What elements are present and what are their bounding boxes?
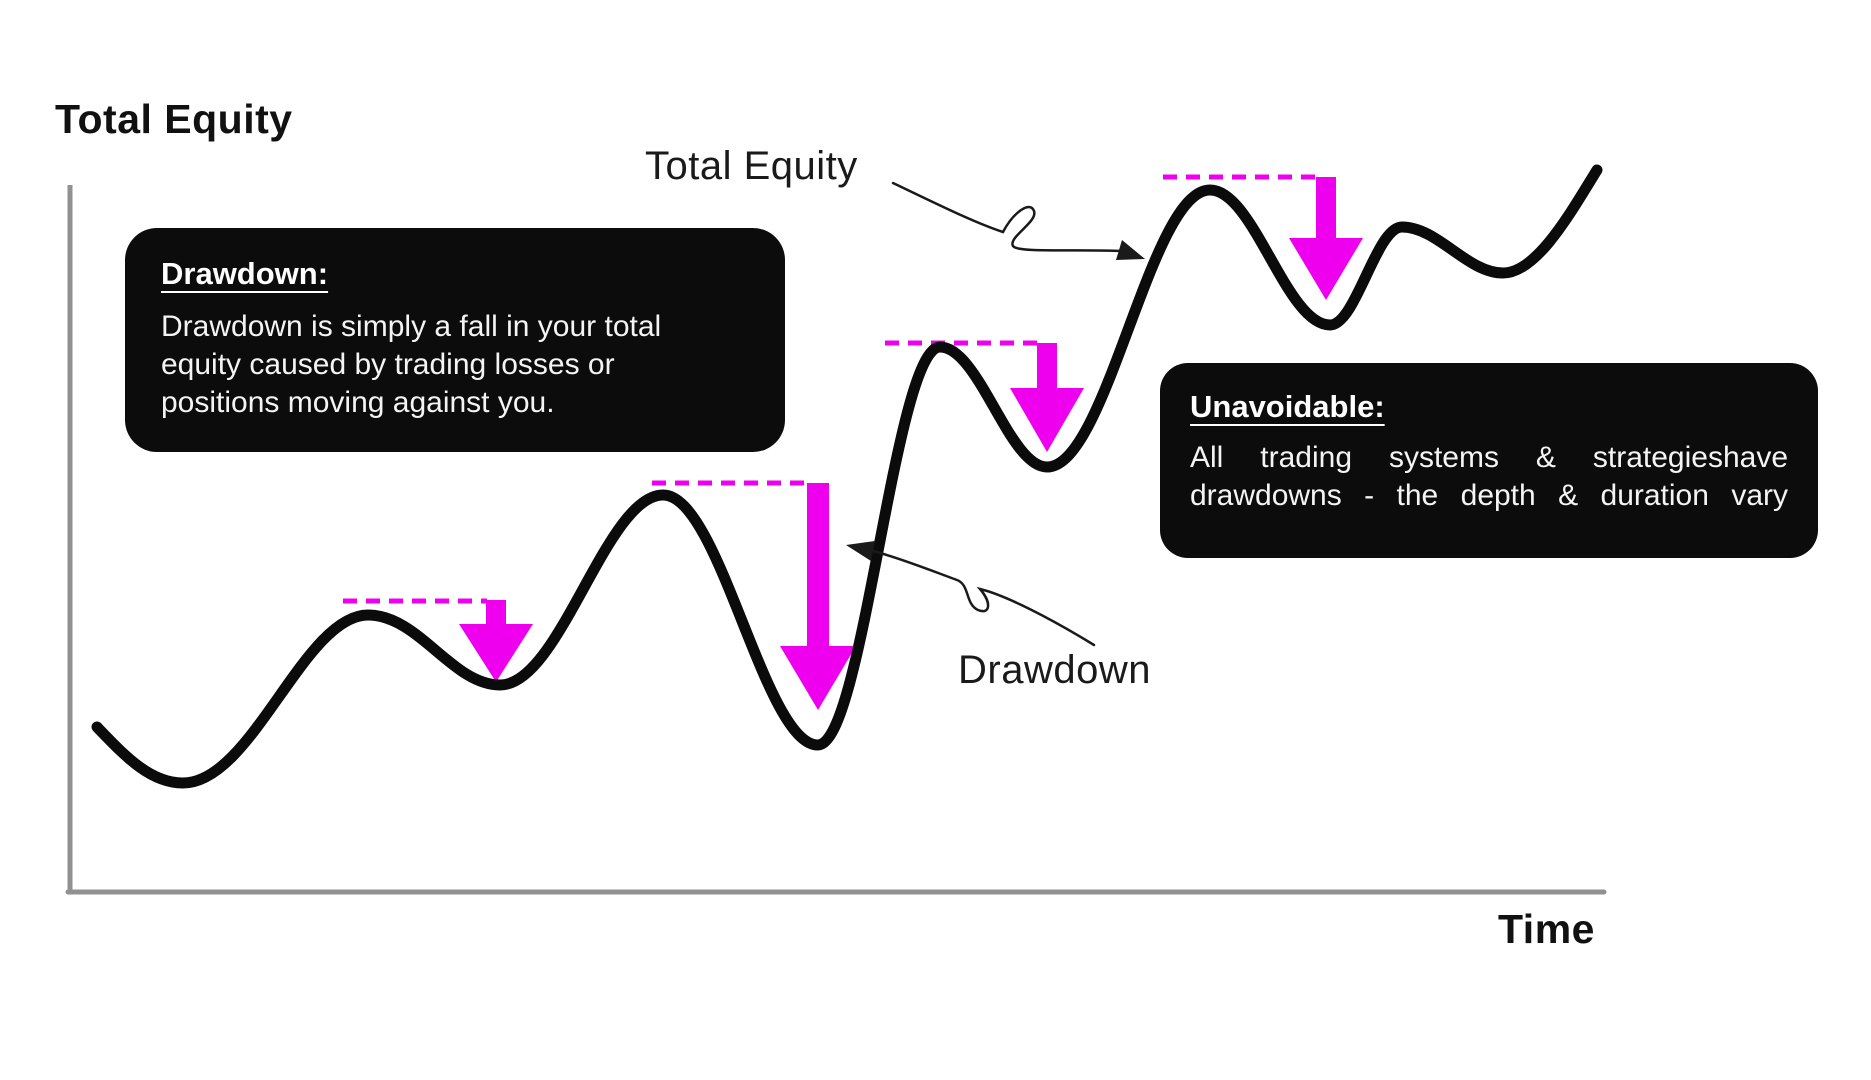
drawdown-callout-line: positions moving against you.	[161, 385, 555, 419]
y-axis-title: Total Equity	[55, 96, 293, 142]
total-equity-annotation-label: Total Equity	[645, 144, 858, 188]
drawdown-arrow-icon	[1289, 177, 1363, 300]
x-axis-title: Time	[1498, 906, 1595, 952]
drawdown-arrowhead-icon	[846, 541, 875, 561]
equity-curve	[91, 164, 1603, 789]
drawdown-annotation-label: Drawdown	[958, 648, 1151, 692]
drawdown-arrow-icon	[1010, 343, 1084, 452]
unavoidable-callout-line: drawdowns - the depth & duration vary	[1190, 478, 1788, 512]
total-equity-annotation-arrow	[891, 181, 1124, 253]
drawdown-callout-line: equity caused by trading losses or	[161, 347, 615, 381]
drawdown-arrow-icon	[780, 483, 856, 710]
drawdown-callout-title: Drawdown:	[161, 256, 329, 291]
unavoidable-callout: Unavoidable: All trading systems & strat…	[1160, 363, 1818, 558]
total-equity-arrowhead-icon	[1116, 240, 1145, 260]
drawdown-arrow-icon	[459, 600, 533, 682]
unavoidable-callout-title: Unavoidable:	[1190, 389, 1385, 424]
drawdown-annotation-arrow	[871, 549, 1096, 647]
drawdown-callout-line: Drawdown is simply a fall in your total	[161, 310, 662, 343]
drawdown-callout: Drawdown: Drawdown is simply a fall in y…	[125, 228, 785, 452]
unavoidable-callout-line: All trading systems & strategieshave	[1190, 441, 1788, 474]
